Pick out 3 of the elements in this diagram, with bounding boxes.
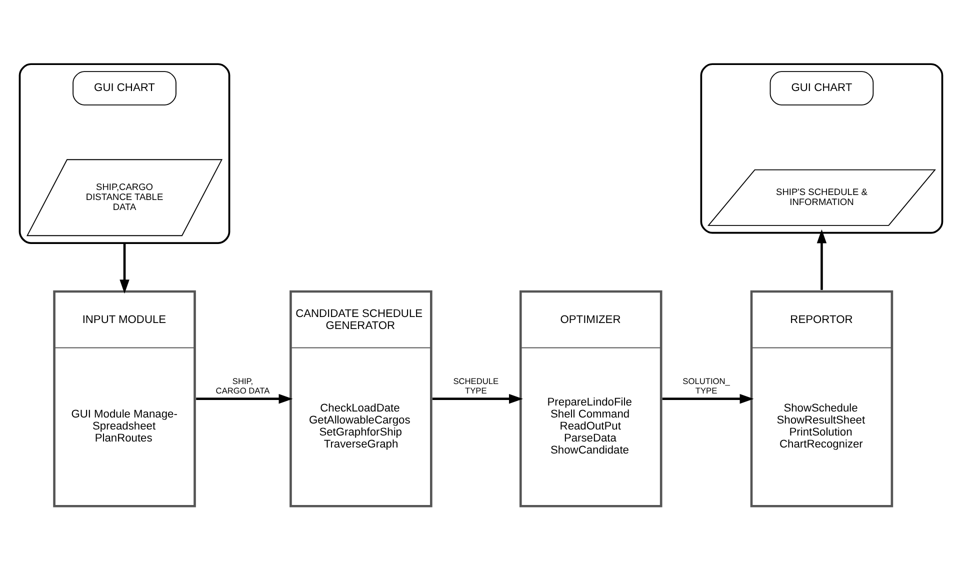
edge-label: SHIP, CARGO DATA [216,376,270,396]
edge-label: SCHEDULE TYPE [453,376,499,396]
edge-label: SOLUTION_ TYPE [682,376,730,396]
